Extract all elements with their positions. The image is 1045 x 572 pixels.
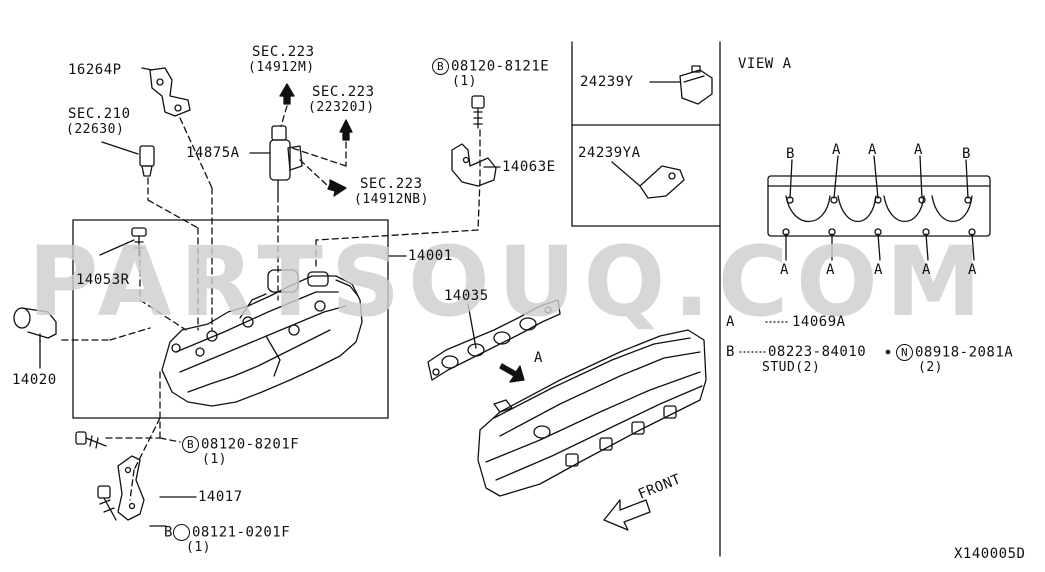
label-view-a: VIEW A (738, 56, 792, 72)
label-sec210: SEC.210 (68, 106, 131, 122)
circled-b-icon: B (182, 436, 199, 453)
label-sec223-c: SEC.223 (360, 176, 423, 192)
label-14035: 14035 (444, 288, 489, 304)
gasket-14035 (427, 299, 561, 381)
label-14053r: 14053R (76, 272, 130, 288)
view-a-top-letter: A (914, 142, 923, 158)
manifold-frame (72, 219, 389, 419)
label-sec223-b-sub: (22320J) (308, 100, 375, 115)
legend-n-qty: (2) (918, 360, 943, 375)
round-icon (172, 524, 190, 541)
label-16264p: 16264P (68, 62, 122, 78)
label-14875a: 14875A (186, 145, 240, 161)
valve-14020 (13, 307, 57, 343)
label-sec223-a-sub: (14912M) (248, 60, 315, 75)
bolt-08121-0201f (97, 485, 117, 521)
label-24239ya: 24239YA (578, 145, 641, 161)
legend-a-key: A (726, 314, 735, 330)
circled-b-icon: B (432, 58, 449, 75)
cylinder-head (477, 329, 707, 497)
circled-n-icon: N (896, 344, 913, 361)
label-sec223-a: SEC.223 (252, 44, 315, 60)
label-sec223-c-sub: (14912NB) (354, 192, 429, 207)
front-arrow (603, 499, 651, 531)
sec-arrows (279, 83, 353, 197)
watermark: PARTSOUQ.COM (28, 226, 990, 338)
view-a-bottom-letter: A (780, 262, 789, 278)
sensor-22630 (101, 141, 155, 177)
dashed-leaders (61, 105, 481, 501)
b-letter: B (164, 524, 173, 541)
view-a-top-letter: A (868, 142, 877, 158)
legend-b-desc: STUD(2) (762, 360, 821, 375)
legend-dot (885, 349, 891, 355)
connector-24239y (679, 65, 713, 105)
label-14017: 14017 (198, 489, 243, 505)
view-a-bottom-letter: A (968, 262, 977, 278)
part-number: 08121-0201F (191, 524, 291, 541)
arrow-to-view-a (499, 363, 525, 383)
legend-b-part: 08223-84010 (768, 344, 867, 360)
view-a-bottom-letter: A (826, 262, 835, 278)
solid-leaders (39, 81, 681, 527)
intake-manifold (161, 269, 363, 407)
bolt-08120-8201f (75, 431, 107, 449)
label-24239y: 24239Y (580, 74, 634, 90)
label-b-08120-8201f-qty: (1) (202, 452, 227, 467)
clip-24239ya (639, 165, 685, 199)
diagram-code: X140005D (954, 546, 1026, 562)
bracket-16264p (141, 67, 191, 117)
view-a-top-letter: B (962, 146, 971, 162)
part-number: 08120-8201F (201, 436, 300, 453)
label-sec210-sub: (22630) (66, 122, 125, 137)
bracket-14063e (451, 95, 497, 187)
label-arrow-a: A (534, 350, 543, 366)
bracket-14017 (117, 455, 145, 521)
label-14001: 14001 (408, 248, 453, 264)
view-a-leaders (785, 155, 975, 261)
section-dividers (571, 41, 721, 557)
view-a-top-letter: B (786, 146, 795, 162)
label-14020: 14020 (12, 372, 57, 388)
injector-14875a (249, 125, 303, 197)
view-a-bottom-letter: A (874, 262, 883, 278)
view-a-head (767, 175, 991, 237)
legend-a-part: 14069A (792, 314, 846, 330)
label-sec223-b: SEC.223 (312, 84, 375, 100)
label-b-08121-0201f: B 08121-0201F (164, 524, 290, 541)
part-number: 08120-8121E (451, 58, 550, 75)
label-14063e: 14063E (502, 159, 556, 175)
legend-b-key: B (726, 344, 735, 360)
legend-n-part: 08918-2081A (915, 344, 1014, 361)
label-b-08120-8121e-qty: (1) (452, 74, 477, 89)
label-b-08121-0201f-qty: (1) (186, 540, 211, 555)
view-a-bottom-letter: A (922, 262, 931, 278)
bolt-14053r (131, 227, 147, 257)
view-a-top-letter: A (832, 142, 841, 158)
